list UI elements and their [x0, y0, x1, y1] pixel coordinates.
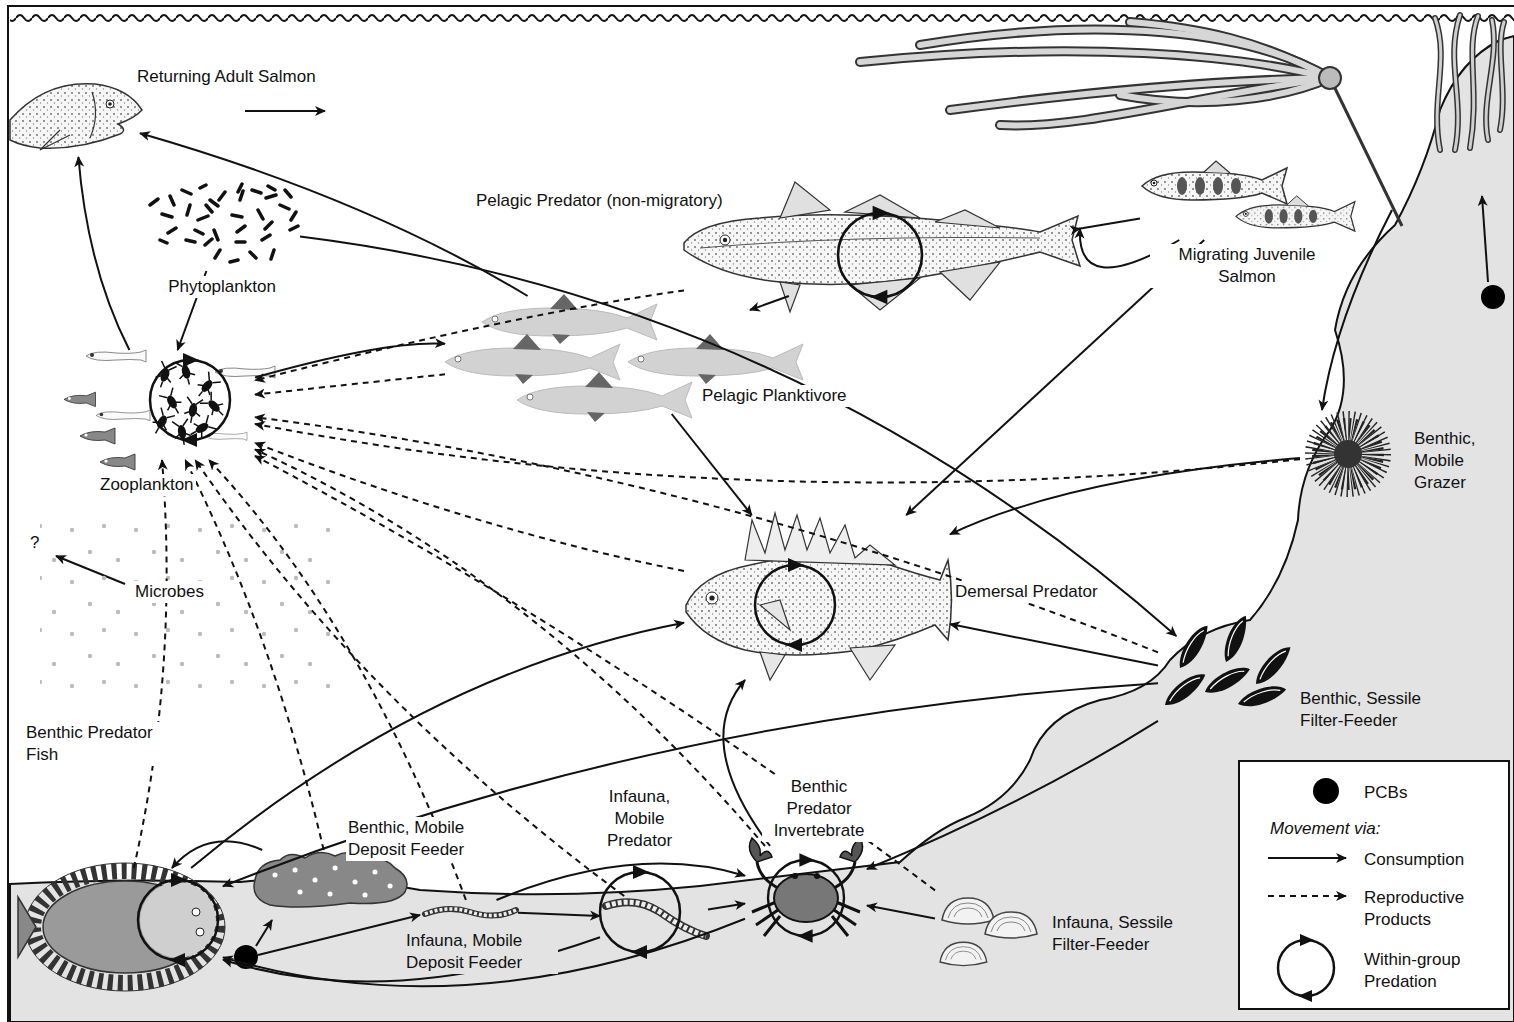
organism-group: Benthic, Mobile Grazer: [1300, 412, 1396, 496]
group-label: Benthic Predator Fish: [24, 722, 178, 766]
organism-group: Demersal Predator: [684, 515, 950, 680]
consumption-arrow: [867, 721, 1158, 869]
reproductive-arrow: [255, 443, 684, 571]
consumption-arrow: [950, 458, 1300, 534]
reproductive-arrow: [255, 456, 935, 890]
consumption-arrow: [223, 919, 745, 987]
free-label: ?: [28, 532, 41, 554]
group-label: Benthic, Sessile Filter-Feeder: [1298, 688, 1452, 732]
organism-group: Benthic, Mobile Deposit Feeder: [250, 850, 412, 912]
legend-circle: [1278, 940, 1334, 996]
group-label: Migrating Juvenile Salmon: [1150, 244, 1344, 288]
organism-group: Migrating Juvenile Salmon: [1140, 160, 1355, 240]
consumption-arrow: [708, 904, 745, 910]
group-label: Infauna, Sessile Filter-Feeder: [1050, 912, 1204, 956]
group-label: Pelagic Predator (non-migratory): [474, 190, 725, 212]
organism-group: Infauna, Mobile Predator: [600, 896, 708, 940]
free-label: Movement via:: [1268, 818, 1383, 840]
organism-group: Phytoplankton: [145, 183, 300, 271]
consumption-arrow: [672, 414, 752, 515]
group-label: Returning Adult Salmon: [135, 66, 318, 88]
group-label: Microbes: [133, 581, 206, 603]
legend-swatch: [1313, 778, 1339, 804]
organism-group: Benthic, Sessile Filter-Feeder: [1158, 636, 1292, 722]
organism-group: Zooplankton: [60, 350, 255, 460]
consumption-arrow: [1077, 218, 1140, 229]
legend-reproductive-line: [1268, 895, 1346, 897]
legend-consumption-line: [1268, 857, 1346, 859]
consumption-arrow: [78, 157, 129, 350]
legend-label: Reproductive Products: [1364, 887, 1514, 931]
consumption-arrow: [300, 237, 1176, 636]
reproductive-arrow: [255, 417, 1158, 652]
legend-label: Within-group Predation: [1364, 949, 1494, 993]
group-label: Demersal Predator: [953, 581, 1100, 603]
group-label: Benthic, Mobile Deposit Feeder: [346, 817, 500, 861]
organism-group: Pelagic Planktivore: [445, 296, 805, 414]
consumption-arrow: [950, 624, 1158, 666]
consumption-arrow: [223, 683, 1158, 886]
organism-group: Benthic Predator Fish: [18, 868, 223, 986]
group-label: Pelagic Planktivore: [700, 385, 849, 407]
reproductive-arrow: [255, 290, 684, 380]
consumption-arrow: [140, 133, 528, 296]
consumption-arrow: [750, 296, 789, 310]
consumption-arrow: [172, 841, 262, 868]
reproductive-arrow: [255, 374, 445, 394]
reproductive-arrow: [255, 424, 1300, 483]
organism-group: Pelagic Predator (non-migratory): [684, 215, 1080, 310]
reproductive-arrow: [185, 460, 323, 850]
organism-group: Microbes: [58, 525, 328, 690]
legend-label: PCBs: [1364, 782, 1407, 804]
reproductive-arrow: [195, 460, 624, 896]
group-label: Benthic Predator Invertebrate: [762, 776, 876, 842]
group-label: Zooplankton: [98, 474, 196, 496]
reproductive-arrow: [134, 460, 167, 868]
organism-group: Benthic Predator Invertebrate: [745, 846, 867, 942]
legend-box: PCBsConsumptionReproductive ProductsWith…: [1238, 760, 1510, 1010]
group-label: Infauna, Mobile Predator: [585, 786, 694, 852]
organism-group: Returning Adult Salmon: [10, 72, 140, 157]
legend-within-group-symbol: [1278, 934, 1334, 1002]
organism-group: Infauna, Mobile Deposit Feeder: [422, 900, 518, 922]
group-label: Phytoplankton: [150, 276, 294, 298]
group-label: Benthic, Mobile Grazer: [1412, 428, 1488, 494]
consumption-arrow: [518, 913, 600, 916]
consumption-arrow: [867, 906, 935, 919]
group-label: Infauna, Mobile Deposit Feeder: [404, 930, 558, 974]
legend-label: Consumption: [1364, 849, 1464, 871]
organism-group: Infauna, Sessile Filter-Feeder: [935, 888, 1035, 968]
legend-arrowhead: [1298, 934, 1314, 1002]
